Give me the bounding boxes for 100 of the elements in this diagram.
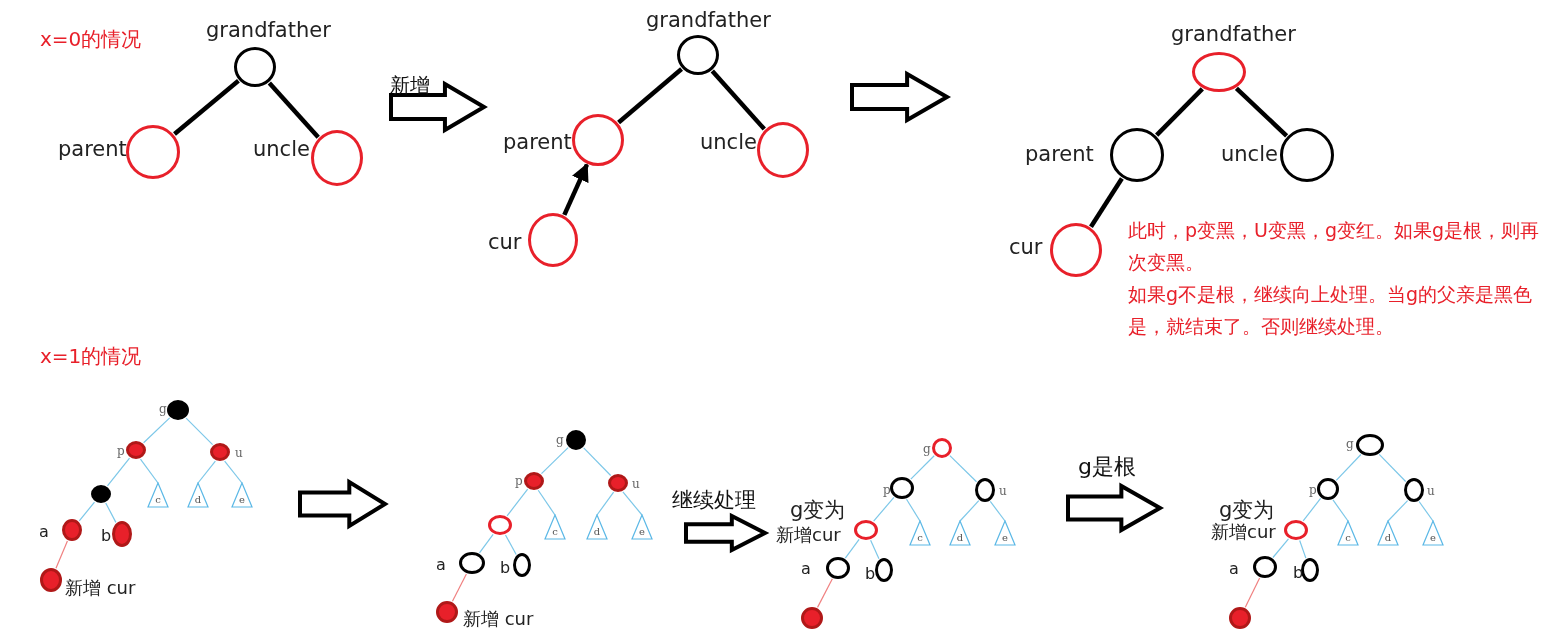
node-label: 新增cur xyxy=(776,525,841,545)
tree-node-circle xyxy=(91,485,111,503)
node-label: 新增cur xyxy=(1211,522,1276,542)
node-label: u xyxy=(235,447,243,461)
subtree-label: c xyxy=(1344,532,1352,543)
tree-edge xyxy=(224,460,243,484)
tree-edge xyxy=(105,502,117,523)
subtree-triangle xyxy=(1422,520,1444,546)
tree-edge xyxy=(478,533,494,554)
subtree-triangle xyxy=(147,482,169,508)
note-text: 如果g不是根，继续向上处理。当g的父亲是黑色是，就结束了。否则继续处理。 xyxy=(1128,282,1534,339)
node-label: p xyxy=(515,475,523,489)
subtree-triangle xyxy=(586,514,608,540)
node-label: g xyxy=(159,403,167,417)
tree-edge xyxy=(1234,86,1289,138)
tree-edge xyxy=(905,498,921,522)
tree-edge xyxy=(185,417,214,446)
tree-node-circle xyxy=(1229,607,1251,629)
subtree-label: c xyxy=(154,494,162,505)
node-label: u xyxy=(999,485,1007,499)
node-label: b xyxy=(101,527,112,545)
node-label: grandfather xyxy=(1171,23,1296,47)
tree-edge xyxy=(816,578,833,608)
subtree-triangle xyxy=(187,482,209,508)
subtree-triangle xyxy=(231,482,253,508)
tree-edge xyxy=(506,488,529,517)
tree-edge xyxy=(537,489,556,516)
subtree-triangle xyxy=(1337,520,1359,546)
tree-edge xyxy=(949,455,978,483)
tree-node-circle xyxy=(801,607,823,629)
tree-edge xyxy=(540,447,569,475)
tree-edge xyxy=(504,534,517,556)
node-label: cur xyxy=(1009,236,1043,260)
tree-edge xyxy=(106,457,131,487)
tree-edge xyxy=(139,458,159,484)
tree-edge xyxy=(1378,453,1407,483)
node-label: grandfather xyxy=(206,19,331,43)
tree-edge xyxy=(1302,497,1322,522)
tree-edge xyxy=(844,538,860,559)
node-label: g变为 xyxy=(790,499,846,523)
caption-text: x=1的情况 xyxy=(40,343,142,370)
tree-edge xyxy=(959,500,980,522)
node-label: g xyxy=(556,434,564,448)
node-label: uncle xyxy=(1221,143,1278,167)
tree-edge xyxy=(622,491,643,516)
tree-edge xyxy=(910,455,935,480)
tree-edge xyxy=(710,69,766,131)
node-label: parent xyxy=(58,138,127,162)
tree-edge xyxy=(873,496,895,522)
tree-edge xyxy=(55,540,68,569)
node-label: u xyxy=(632,478,640,492)
subtree-label: c xyxy=(916,532,924,543)
subtree-label: d xyxy=(592,526,602,537)
tree-edge xyxy=(267,81,320,139)
node-label: b xyxy=(500,559,511,577)
tree-edge xyxy=(617,67,684,125)
caption-text: 继续处理 xyxy=(672,487,756,514)
subtree-label: d xyxy=(1383,532,1393,543)
node-label: uncle xyxy=(253,138,310,162)
node-label: g变为 xyxy=(1219,499,1275,523)
node-label: 新增 cur xyxy=(463,609,534,629)
subtree-label: d xyxy=(193,494,203,505)
node-label: parent xyxy=(503,131,572,155)
caption-text: g是根 xyxy=(1078,453,1136,481)
subtree-label: d xyxy=(955,532,965,543)
node-label: 新增 cur xyxy=(65,578,136,598)
node-label: g xyxy=(1346,438,1354,452)
tree-node-circle xyxy=(488,515,512,535)
node-label: parent xyxy=(1025,143,1094,167)
node-label: p xyxy=(117,445,125,459)
tree-edge xyxy=(989,500,1006,522)
subtree-triangle xyxy=(909,520,931,546)
tree-edge xyxy=(143,417,171,444)
tree-edge xyxy=(78,501,96,522)
tree-edge xyxy=(870,539,880,560)
tree-edge xyxy=(173,79,240,136)
subtree-triangle xyxy=(994,520,1016,546)
tree-edge xyxy=(583,447,612,477)
subtree-label: c xyxy=(551,526,559,537)
tree-edge xyxy=(451,573,467,602)
subtree-label: e xyxy=(1429,532,1437,543)
node-label: uncle xyxy=(700,131,757,155)
tree-edge xyxy=(1089,177,1124,228)
node-label: p xyxy=(883,484,891,498)
node-label: cur xyxy=(488,231,522,255)
node-label: a xyxy=(39,523,49,541)
subtree-label: e xyxy=(238,494,246,505)
note-text: 此时，p变黑，U变黑，g变红。如果g是根，则再次变黑。 xyxy=(1128,218,1541,275)
node-label: b xyxy=(1293,564,1304,582)
arrow xyxy=(562,163,589,216)
tree-edge xyxy=(1387,499,1409,522)
node-label: u xyxy=(1427,485,1435,499)
subtree-label: e xyxy=(1001,532,1009,543)
tree-edge xyxy=(1272,538,1290,559)
subtree-triangle xyxy=(631,514,653,540)
tree-edge xyxy=(596,491,615,516)
subtree-triangle xyxy=(949,520,971,546)
node-label: b xyxy=(865,565,876,583)
node-label: grandfather xyxy=(646,9,771,33)
tree-edge xyxy=(1335,453,1362,481)
